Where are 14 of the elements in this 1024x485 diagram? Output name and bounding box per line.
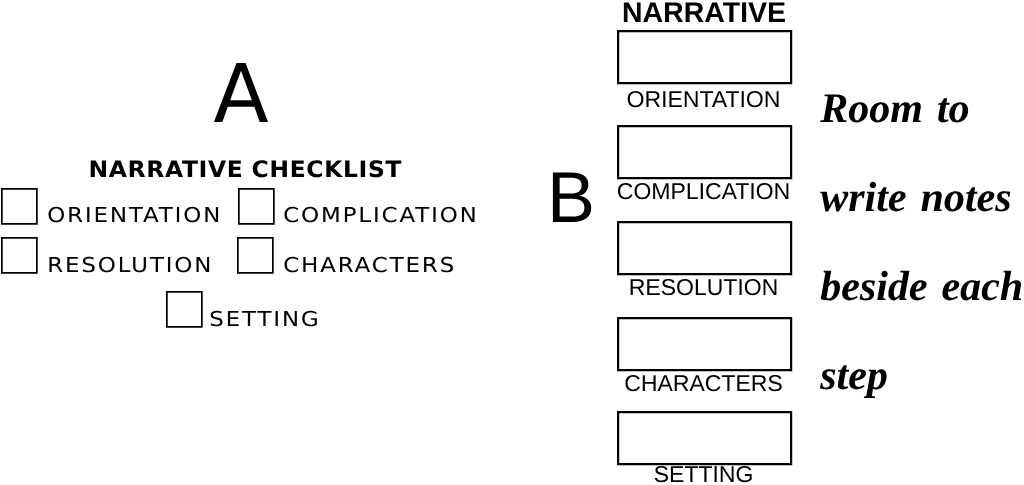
- stage-label: ORIENTATION: [627, 90, 779, 108]
- stage-label: COMPLICATION: [618, 182, 789, 200]
- stage-label: SETTING: [654, 465, 752, 483]
- panel-letter: B: [552, 172, 592, 222]
- heading: NARRATIVE CHECKLIST: [90, 160, 402, 178]
- option-label: RESOLUTION: [49, 256, 210, 273]
- option-label: CHARACTERS: [284, 256, 453, 273]
- panel-letter: A: [213, 62, 269, 122]
- option-label: SETTING: [210, 310, 317, 327]
- handwritten-note: Room to write notes beside each step: [820, 94, 1022, 398]
- option-label: ORIENTATION: [48, 206, 219, 223]
- stage-label: RESOLUTION: [630, 278, 777, 296]
- stage-label: CHARACTERS: [625, 374, 782, 392]
- option-label: COMPLICATION: [284, 206, 475, 223]
